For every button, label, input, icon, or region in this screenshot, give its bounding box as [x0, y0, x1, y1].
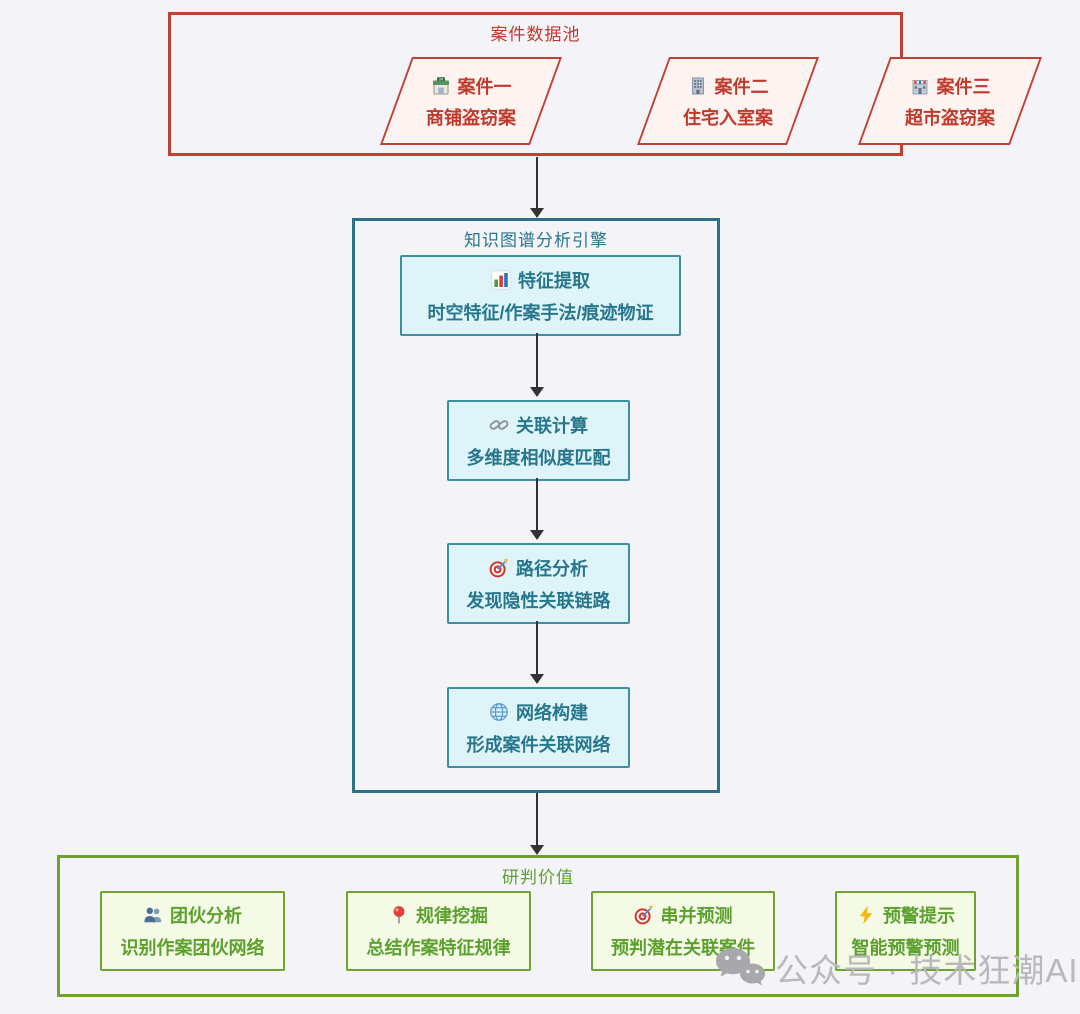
dart-icon: [489, 558, 509, 578]
node-case-3: 案件三 超市盗窃案: [857, 57, 1043, 145]
group-title-case-data-pool: 案件数据池: [490, 25, 581, 44]
convenience-store-icon: 24: [431, 76, 451, 96]
dart-icon: [634, 905, 654, 925]
node-network-construction: 网络构建 形成案件关联网络: [447, 687, 630, 768]
node-subtitle: 识别作案团伙网络: [120, 938, 265, 958]
node-title: 路径分析: [516, 558, 588, 579]
node-subtitle: 总结作案特征规律: [366, 938, 511, 958]
node-subtitle: 预判潜在关联案件: [611, 938, 755, 958]
node-title: 特征提取: [518, 270, 590, 291]
arrow-engine-to-value: [530, 793, 544, 855]
bar-chart-icon: [491, 269, 511, 290]
office-building-icon: [688, 76, 708, 96]
node-title: 案件三: [936, 76, 991, 97]
node-title: 关联计算: [516, 415, 588, 436]
node-title: 规律挖掘: [416, 906, 488, 926]
watermark-text: 公众号 · 技术狂潮AI: [775, 952, 1079, 989]
node-subtitle: 时空特征/作案手法/痕迹物证: [427, 302, 654, 323]
node-subtitle: 发现隐性关联链路: [466, 590, 611, 611]
node-case-1: 24 案件一 商铺盗窃案: [379, 57, 563, 145]
node-title: 案件二: [714, 76, 769, 97]
pushpin-icon: [389, 905, 409, 925]
svg-text:24: 24: [439, 77, 443, 81]
group-analysis-value: 研判价值 团伙分析 识别作案团伙网络 规律挖掘 总结作案特征规律 串并预测 预判…: [57, 855, 1019, 997]
wechat-icon: [714, 946, 766, 990]
node-path-analysis: 路径分析 发现隐性关联链路: [447, 543, 630, 624]
node-subtitle: 住宅入室案: [683, 107, 773, 128]
node-case-2: 案件二 住宅入室案: [636, 57, 820, 145]
globe-icon: [489, 702, 509, 722]
watermark: 公众号 · 技术狂潮AI: [714, 944, 1079, 992]
node-subtitle: 超市盗窃案: [905, 107, 995, 128]
node-subtitle: 智能预警预测: [851, 938, 960, 958]
node-title: 团伙分析: [170, 906, 242, 926]
group-case-data-pool: 案件数据池 24 案件一 商铺盗窃案 案件二 住宅入室案: [168, 12, 1043, 156]
node-title: 串并预测: [660, 906, 733, 926]
node-gang-analysis: 团伙分析 识别作案团伙网络: [100, 891, 285, 971]
group-title-analysis-value: 研判价值: [502, 868, 574, 887]
node-subtitle: 形成案件关联网络: [466, 734, 611, 755]
node-title: 网络构建: [516, 702, 588, 723]
node-early-warning: 预警提示 智能预警预测: [835, 891, 976, 971]
group-knowledge-graph-engine: 知识图谱分析引擎 特征提取 时空特征/作案手法/痕迹物证 关联计算 多维度相似度…: [352, 218, 720, 793]
people-icon: [143, 905, 163, 925]
lightning-icon: [856, 905, 876, 925]
department-store-icon: [910, 76, 930, 96]
node-case-linking-prediction: 串并预测 预判潜在关联案件: [591, 891, 775, 971]
node-subtitle: 商铺盗窃案: [426, 107, 516, 128]
link-icon: [489, 415, 509, 435]
node-title: 案件一: [457, 76, 512, 97]
node-pattern-mining: 规律挖掘 总结作案特征规律: [346, 891, 531, 971]
arrow-pool-to-engine: [530, 157, 544, 218]
node-subtitle: 多维度相似度匹配: [466, 447, 611, 468]
node-feature-extraction: 特征提取 时空特征/作案手法/痕迹物证: [400, 255, 681, 336]
node-title: 预警提示: [883, 906, 955, 926]
group-title-engine: 知识图谱分析引擎: [464, 231, 608, 250]
arrow-engine-step-1: [530, 333, 544, 397]
arrow-engine-step-2: [530, 478, 544, 540]
arrow-engine-step-3: [530, 621, 544, 684]
node-correlation-computation: 关联计算 多维度相似度匹配: [447, 400, 630, 481]
